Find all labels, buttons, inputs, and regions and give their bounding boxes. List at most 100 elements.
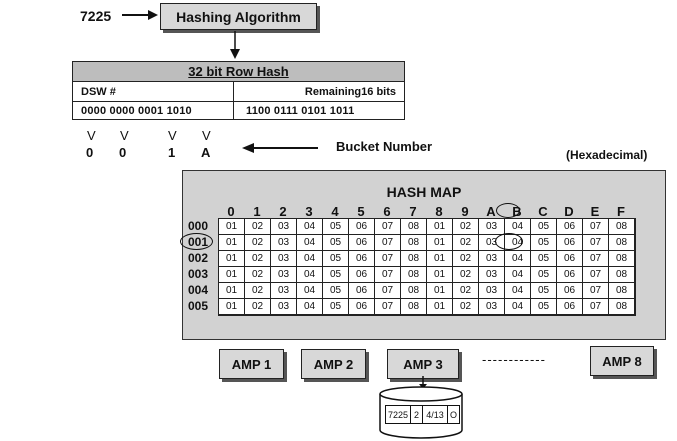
hash-map-column-header: 5 (357, 204, 365, 219)
hash-map-column-header: 2 (279, 204, 287, 219)
hash-map-cell: 08 (609, 219, 635, 235)
row-hash-table: 32 bit Row Hash DSW # Remaining16 bits 0… (72, 61, 405, 120)
hash-map-cell: 02 (245, 299, 271, 315)
hash-map-cell: 05 (531, 235, 557, 251)
hash-map-cell: 03 (479, 219, 505, 235)
hash-map-cell: 03 (271, 267, 297, 283)
hash-map-cell: 04 (505, 299, 531, 315)
hash-map-cell: 05 (531, 299, 557, 315)
hash-map-column-header: 8 (435, 204, 443, 219)
amp-1-box: AMP 1 (219, 349, 284, 379)
hash-map-cell: 04 (297, 283, 323, 299)
hash-map-cell: 05 (323, 219, 349, 235)
hash-map-row-header: 000 (188, 219, 209, 233)
hash-map-cell: 07 (375, 235, 401, 251)
hash-map-cell: 07 (583, 283, 609, 299)
hash-map-row-header: 002 (188, 251, 209, 265)
hash-map-cell: 03 (271, 219, 297, 235)
hash-map-cell: 02 (453, 251, 479, 267)
disk-row-record: 7225 2 4/13 O (385, 405, 460, 424)
hash-map-cell: 02 (245, 235, 271, 251)
hash-map-cell: 02 (453, 267, 479, 283)
dsw-label: DSW # (73, 82, 234, 101)
hash-map-column-header: 3 (305, 204, 313, 219)
bucket-digit: A (201, 145, 211, 160)
hexadecimal-label: (Hexadecimal) (566, 148, 648, 162)
hash-map-cell: 07 (583, 251, 609, 267)
hash-map-cell: 01 (219, 299, 245, 315)
disk-row-field: 4/13 (423, 406, 448, 423)
hash-map-cell: 06 (349, 299, 375, 315)
remaining-bits: 1100 0111 0101 1011 (246, 104, 355, 117)
hash-map-cell: 01 (219, 251, 245, 267)
hash-map-cell: 08 (609, 267, 635, 283)
hash-map-cell: 06 (349, 219, 375, 235)
hash-map-cell: 04 (505, 283, 531, 299)
hash-map-row-header: 003 (188, 267, 209, 281)
hash-map-column-header: 0 (227, 204, 235, 219)
hash-map-cell: 05 (531, 267, 557, 283)
hash-map-cell: 01 (219, 283, 245, 299)
hash-map-row-header: 005 (188, 299, 209, 313)
row-hash-labels: DSW # Remaining16 bits (73, 82, 404, 102)
hash-map-cell: 06 (557, 219, 583, 235)
hash-map-row-header: 004 (188, 283, 209, 297)
hash-map-cell: 02 (453, 283, 479, 299)
hash-map-cell: 06 (557, 283, 583, 299)
highlight-column-circle (496, 203, 520, 218)
bucket-digit: 0 (86, 145, 94, 160)
amp-2-label: AMP 2 (313, 356, 354, 372)
hash-map-cell: 07 (375, 219, 401, 235)
hash-map-cell: 03 (271, 251, 297, 267)
hash-map-cell: 03 (479, 267, 505, 283)
hash-map-cell: 04 (297, 235, 323, 251)
disk-row-hash-value: 7225 (386, 406, 411, 423)
hash-map-cell: 06 (349, 251, 375, 267)
hash-map-cell: 07 (583, 299, 609, 315)
arrow-down-icon (230, 31, 240, 59)
amp-1-label: AMP 1 (231, 356, 272, 372)
hash-map-cell: 06 (349, 283, 375, 299)
hash-map-column-header: 1 (253, 204, 261, 219)
dsw-bits: 0000 0000 0001 1010 (73, 102, 234, 119)
hash-map-cell: 08 (609, 283, 635, 299)
hash-map-cell: 08 (401, 267, 427, 283)
hash-map-cell: 01 (427, 235, 453, 251)
row-hash-title: 32 bit Row Hash (73, 62, 404, 82)
hash-map-cell: 07 (375, 251, 401, 267)
hash-map-cell: 03 (271, 283, 297, 299)
hash-map-column-header: E (590, 204, 600, 219)
hash-map-column-header: 6 (383, 204, 391, 219)
hash-map-column-header: D (564, 204, 574, 219)
hash-map-cell: 03 (479, 283, 505, 299)
hash-map-cell: 08 (401, 219, 427, 235)
hash-map-cell: 01 (219, 219, 245, 235)
highlight-row-circle (180, 233, 213, 250)
amp-ellipsis-dashes: ------------ (482, 352, 546, 367)
hash-map-cell: 06 (557, 251, 583, 267)
bucket-mark: V (120, 128, 129, 143)
hash-map-cell: 05 (323, 283, 349, 299)
bucket-number-label: Bucket Number (336, 139, 433, 154)
hash-map-cell: 06 (349, 235, 375, 251)
hash-map-cell: 07 (583, 235, 609, 251)
hash-map-cell: 05 (323, 235, 349, 251)
hash-map-cell: 05 (531, 219, 557, 235)
hash-map-cell: 04 (505, 251, 531, 267)
bucket-mark: V (168, 128, 177, 143)
hash-map-cell: 08 (401, 251, 427, 267)
hash-map-cell: 02 (245, 283, 271, 299)
hash-map-cell: 05 (323, 299, 349, 315)
hash-map-cell: 02 (453, 235, 479, 251)
hash-map-cell: 06 (557, 235, 583, 251)
hash-map-cell: 07 (375, 283, 401, 299)
hash-map-cell: 07 (583, 219, 609, 235)
hash-map-column-header: C (538, 204, 548, 219)
hash-map-cell: 03 (271, 299, 297, 315)
hash-map-column-header: F (617, 204, 625, 219)
hashing-algorithm-label: Hashing Algorithm (176, 8, 301, 25)
hash-map-cell: 02 (453, 299, 479, 315)
hash-map-cell: 06 (557, 267, 583, 283)
